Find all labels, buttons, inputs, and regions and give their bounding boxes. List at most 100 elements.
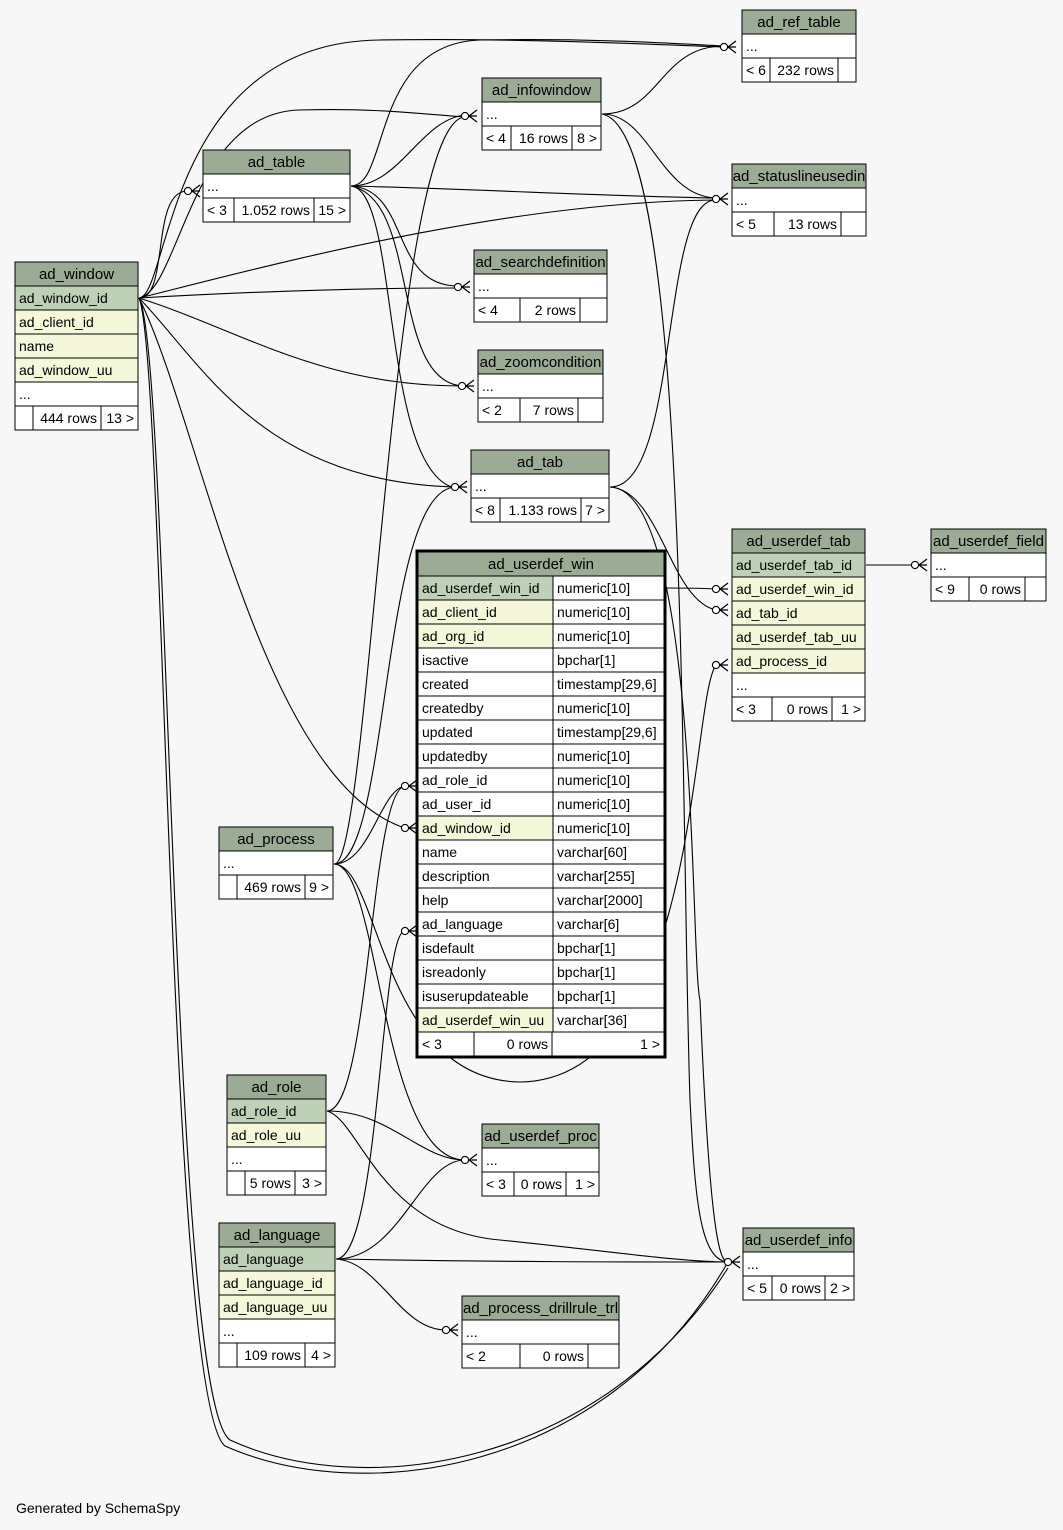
parents-count[interactable]: < 5 <box>736 216 756 232</box>
parents-count[interactable]: < 6 <box>746 62 766 78</box>
column-name: ... <box>466 1324 478 1340</box>
table-name: ad_userdef_proc <box>484 1128 597 1145</box>
relationship-line <box>609 199 717 488</box>
column-type-cell <box>552 935 665 961</box>
row-count: 444 rows <box>40 410 97 426</box>
stats-cell <box>587 1343 620 1369</box>
stats-cell <box>304 1342 336 1368</box>
table-name: ad_zoomcondition <box>480 354 602 371</box>
children-count[interactable]: 7 > <box>585 502 605 518</box>
column-name: ... <box>486 1152 498 1168</box>
stats-cell <box>771 696 833 722</box>
parents-count[interactable]: < 9 <box>935 581 955 597</box>
table-ad-userdef-field[interactable]: ad_userdef_field... < 9 0 rows <box>930 528 1047 602</box>
column-type: timestamp[29,6] <box>557 676 657 692</box>
parents-count[interactable]: < 3 <box>736 701 756 717</box>
table-ad-userdef-tab[interactable]: ad_userdef_tabad_userdef_tab_idad_userde… <box>731 528 866 722</box>
relationship-line <box>138 39 725 299</box>
table-name: ad_userdef_field <box>933 533 1044 550</box>
column-name: ... <box>19 386 31 402</box>
parents-count[interactable]: < 3 <box>207 202 227 218</box>
children-count[interactable]: 8 > <box>577 130 597 146</box>
table-name: ad_language <box>234 1227 321 1244</box>
column-name: ... <box>935 557 947 573</box>
children-count[interactable]: 1 > <box>640 1036 660 1052</box>
parents-count[interactable]: < 4 <box>478 302 498 318</box>
column-name: ad_tab_id <box>736 605 798 621</box>
column-cell <box>731 648 866 674</box>
column-name: ad_role_id <box>231 1103 296 1119</box>
table-ad-window[interactable]: ad_windowad_window_idad_client_idnamead_… <box>14 261 139 431</box>
table-header <box>202 149 351 175</box>
parents-count[interactable]: < 4 <box>486 130 506 146</box>
table-name: ad_window <box>39 266 114 283</box>
stats-cell <box>218 1342 238 1368</box>
column-name: isdefault <box>422 940 474 956</box>
relationship-line <box>333 116 466 865</box>
children-count[interactable]: 3 > <box>302 1175 322 1191</box>
table-header <box>417 551 665 577</box>
parents-count[interactable]: < 3 <box>486 1176 506 1192</box>
row-count: 0 rows <box>780 1280 821 1296</box>
parents-count[interactable]: < 3 <box>422 1036 442 1052</box>
column-cell <box>417 839 554 865</box>
zero-or-many-marker <box>711 582 729 596</box>
column-cell <box>461 1319 620 1345</box>
children-count[interactable]: 1 > <box>575 1176 595 1192</box>
children-count[interactable]: 15 > <box>318 202 346 218</box>
relationship-line <box>333 785 406 865</box>
parents-count[interactable]: < 5 <box>747 1280 767 1296</box>
table-ad-language[interactable]: ad_languagead_languagead_language_idad_l… <box>218 1222 336 1368</box>
parents-count[interactable]: < 2 <box>482 402 502 418</box>
parents-count[interactable]: < 8 <box>475 502 495 518</box>
stats-cell <box>481 125 512 151</box>
parents-count[interactable]: < 2 <box>466 1348 486 1364</box>
column-type: varchar[255] <box>557 868 635 884</box>
children-count[interactable]: 9 > <box>309 879 329 895</box>
column-cell <box>470 473 610 499</box>
relationship-line <box>601 113 717 199</box>
relationship-lines <box>138 39 928 1474</box>
relationship-line <box>350 114 466 187</box>
column-type: numeric[10] <box>557 580 630 596</box>
column-cell <box>731 576 866 602</box>
table-name: ad_statuslineusedin <box>733 168 866 185</box>
relationship-line <box>326 1110 729 1263</box>
row-count: 16 rows <box>519 130 568 146</box>
relationship-line <box>138 297 729 1468</box>
stats-cell <box>226 1170 246 1196</box>
stats-cell <box>233 197 315 223</box>
row-count: 7 rows <box>533 402 574 418</box>
column-name: ... <box>478 278 490 294</box>
row-count: 0 rows <box>980 581 1021 597</box>
stats-cell <box>513 1171 567 1197</box>
stats-cell <box>580 497 610 523</box>
relationship-line <box>138 287 459 299</box>
relationship-line <box>138 190 189 299</box>
stats-cell <box>731 696 773 722</box>
children-count[interactable]: 4 > <box>311 1347 331 1363</box>
row-count: 0 rows <box>787 701 828 717</box>
column-cell <box>14 285 139 311</box>
column-name: ... <box>231 1151 243 1167</box>
column-type-cell <box>552 839 665 865</box>
children-count[interactable]: 2 > <box>830 1280 850 1296</box>
stats-cell <box>840 211 867 237</box>
stats-cell <box>824 1275 855 1301</box>
children-count[interactable]: 13 > <box>106 410 134 426</box>
children-count[interactable]: 1 > <box>841 701 861 717</box>
relationship-line <box>333 664 717 1083</box>
